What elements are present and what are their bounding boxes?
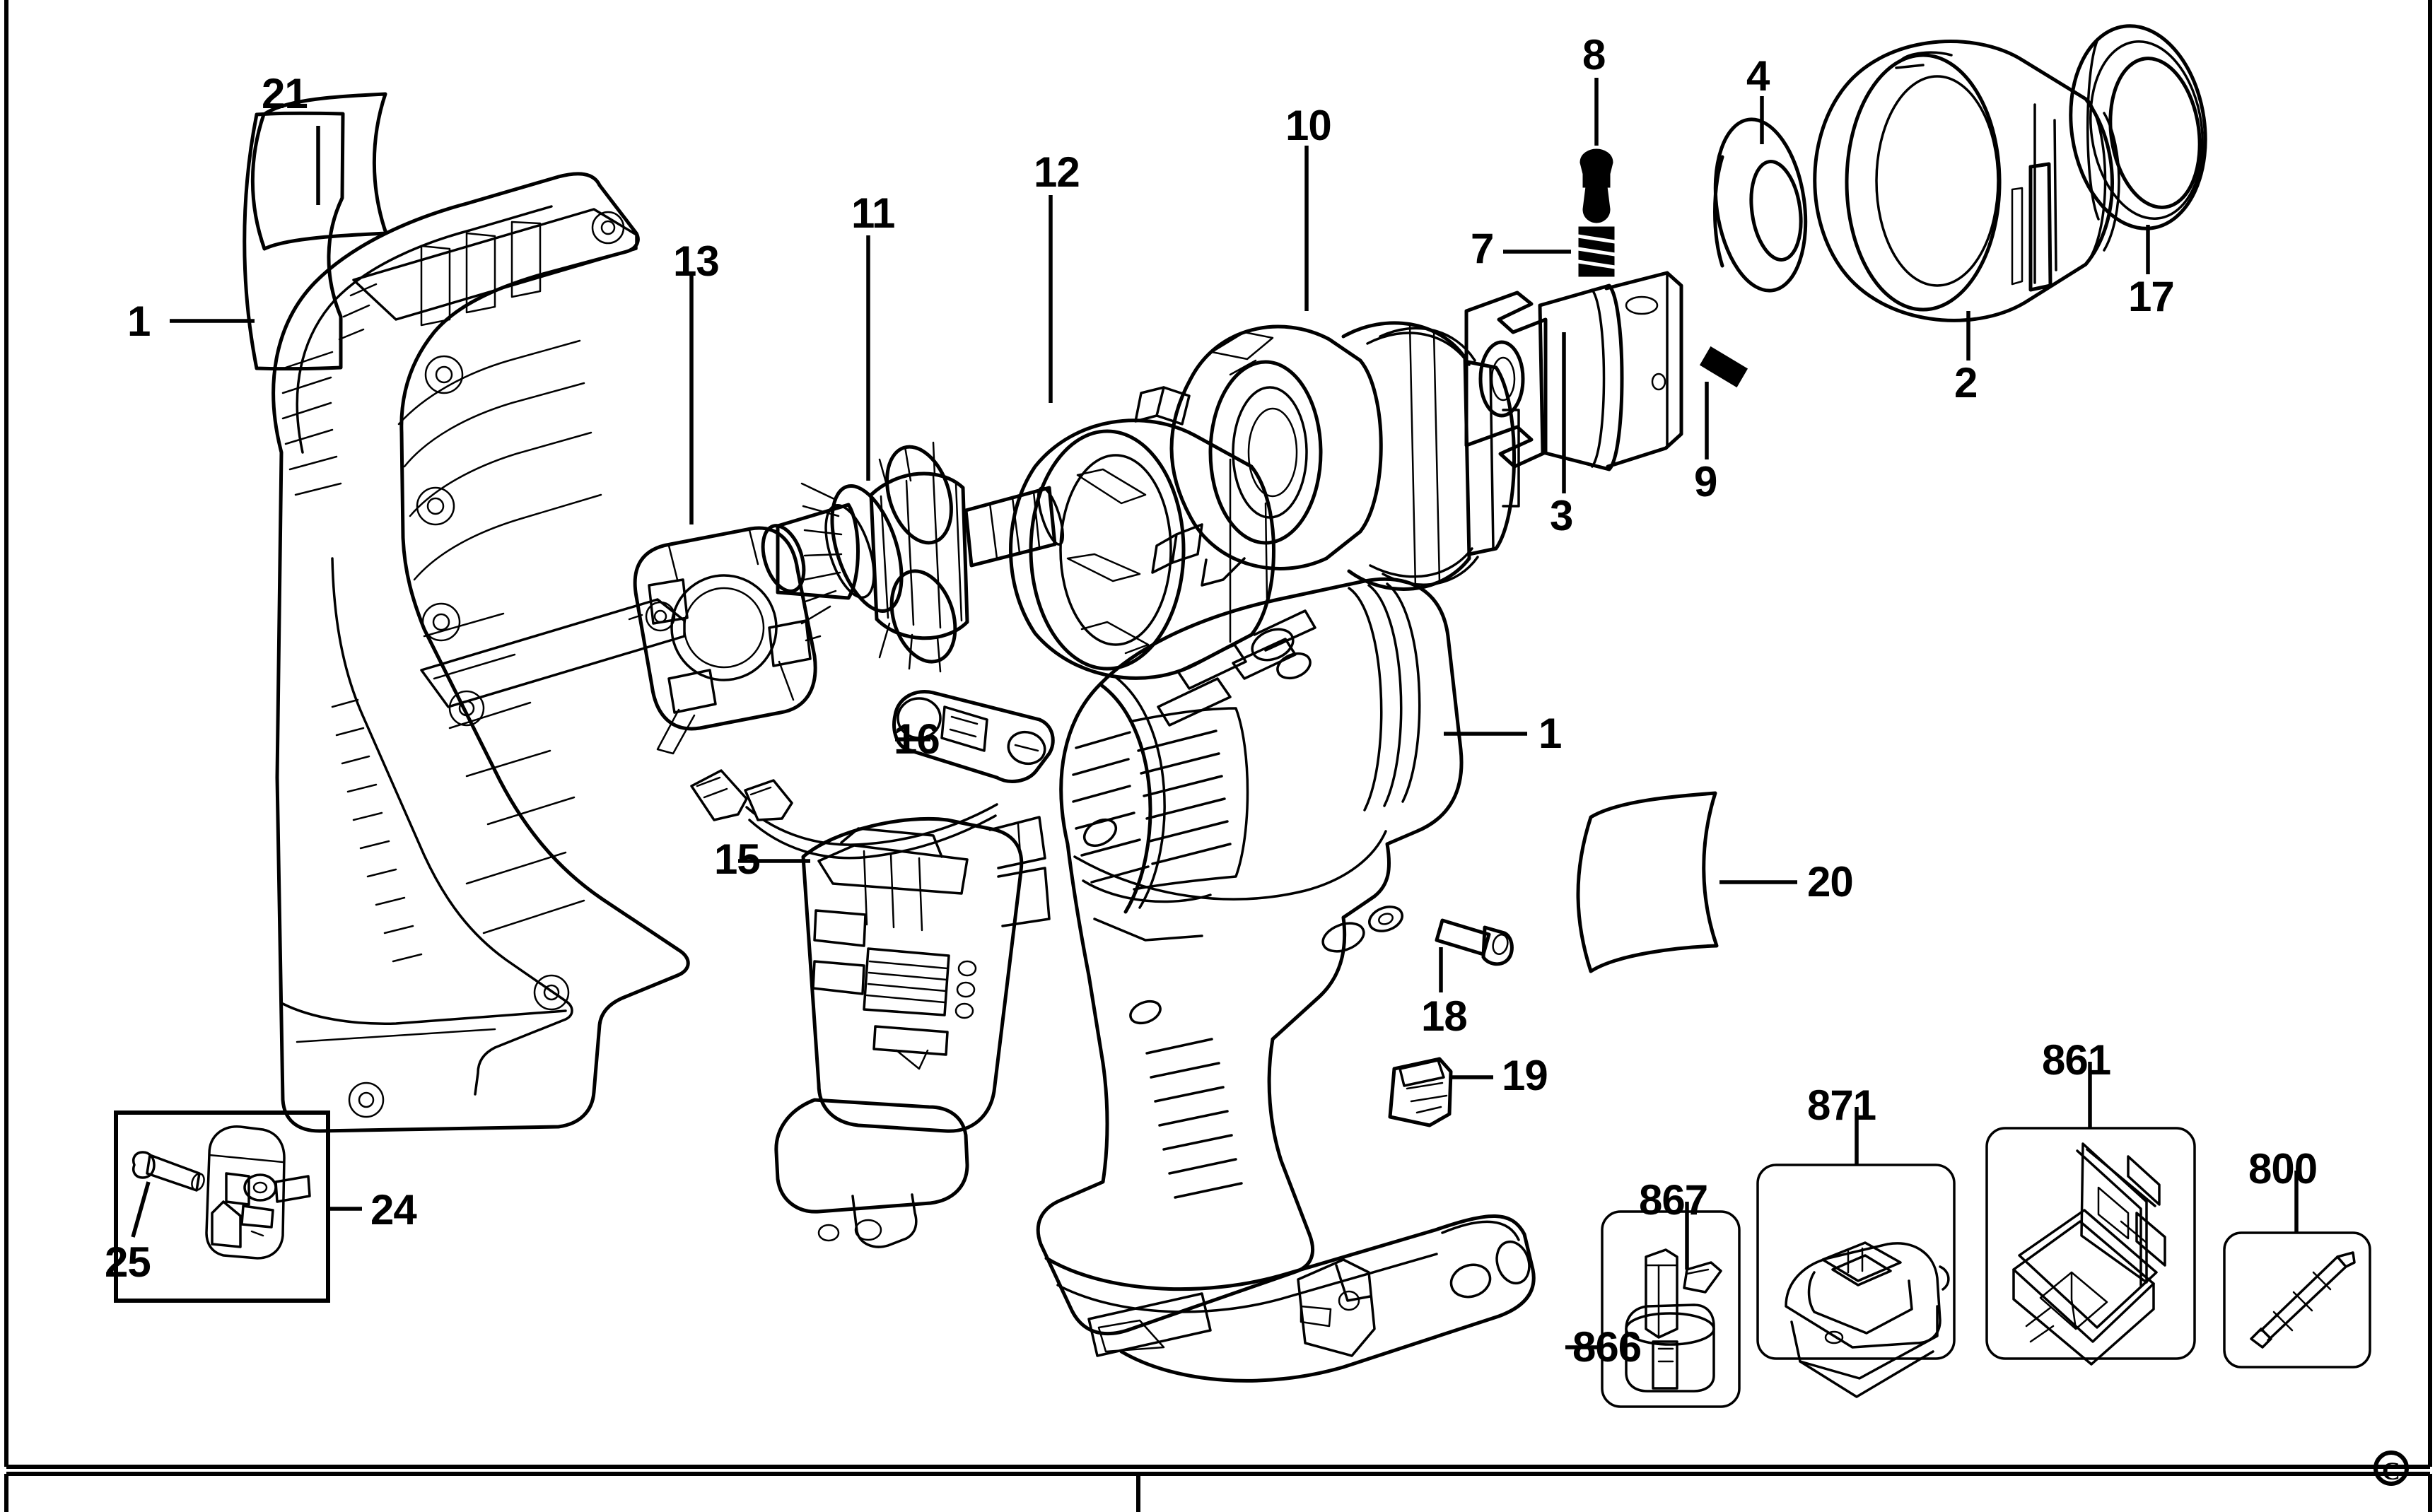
part-8-detent-pin <box>1579 148 1613 223</box>
callout-861: 861 <box>2042 1036 2111 1084</box>
inset-belt-hook <box>114 1110 330 1303</box>
callout-12: 12 <box>1034 148 1080 196</box>
part-12-field-stator-ring <box>1009 418 1275 680</box>
callout-25: 25 <box>105 1238 151 1286</box>
accessory-box-kitbox <box>1985 1127 2196 1366</box>
callout-7: 7 <box>1471 225 1494 272</box>
callout-8: 8 <box>1582 31 1606 78</box>
part-16-forward-reverse-switch <box>892 690 1055 783</box>
callout-24: 24 <box>370 1186 417 1233</box>
callout-871: 871 <box>1807 1082 1876 1129</box>
callout-21: 21 <box>262 70 308 117</box>
accessory-box-charger <box>1756 1164 1956 1398</box>
part-3-anvil-output-shaft <box>1464 271 1683 471</box>
callout-9: 9 <box>1694 458 1717 505</box>
callout-19: 19 <box>1502 1052 1548 1099</box>
callout-18: 18 <box>1421 992 1468 1040</box>
part-1-housing-half-right <box>1036 577 1536 1383</box>
part-11-armature <box>761 441 1065 673</box>
part-15-trigger-switch-assembly <box>690 769 1051 1248</box>
part-20-nameplate-right <box>1576 791 1719 973</box>
part-7-spring <box>1577 226 1616 277</box>
part-2-chuck-sleeve <box>1813 40 2120 322</box>
part-18-screw <box>1435 918 1514 966</box>
callout-20: 20 <box>1807 858 1854 906</box>
callout-17: 17 <box>2128 273 2175 320</box>
callout-10: 10 <box>1285 102 1332 149</box>
callout-800: 800 <box>2248 1145 2318 1192</box>
svg-text:C: C <box>2382 1457 2400 1485</box>
part-1-housing-half-left <box>271 172 690 1133</box>
callout-3: 3 <box>1550 492 1573 539</box>
accessory-box-bit <box>2223 1231 2371 1369</box>
part-10-gearbox-hammer-mechanism <box>1134 321 1520 591</box>
callout-11: 11 <box>851 189 895 237</box>
callout-866: 866 <box>1572 1323 1642 1371</box>
callout-15: 15 <box>714 836 761 883</box>
callout-16: 16 <box>894 715 940 763</box>
page-frame <box>4 0 2432 1512</box>
part-13-brush-holder-end-cap <box>628 526 822 755</box>
callout-4: 4 <box>1746 52 1770 100</box>
part-19-wire-clip <box>1388 1057 1453 1127</box>
callout-2: 2 <box>1954 359 1978 406</box>
callout-1-right: 1 <box>1538 710 1562 757</box>
callout-1-left: 1 <box>127 298 151 345</box>
callout-13: 13 <box>673 238 720 285</box>
copyright-mark: C <box>2373 1451 2409 1486</box>
accessory-box-battery <box>1601 1210 1741 1408</box>
callout-867: 867 <box>1639 1176 1708 1224</box>
part-17-retaining-ring <box>2069 24 2207 230</box>
part-4-washer <box>1713 117 1808 293</box>
part-9-roll-pin <box>1699 346 1748 388</box>
